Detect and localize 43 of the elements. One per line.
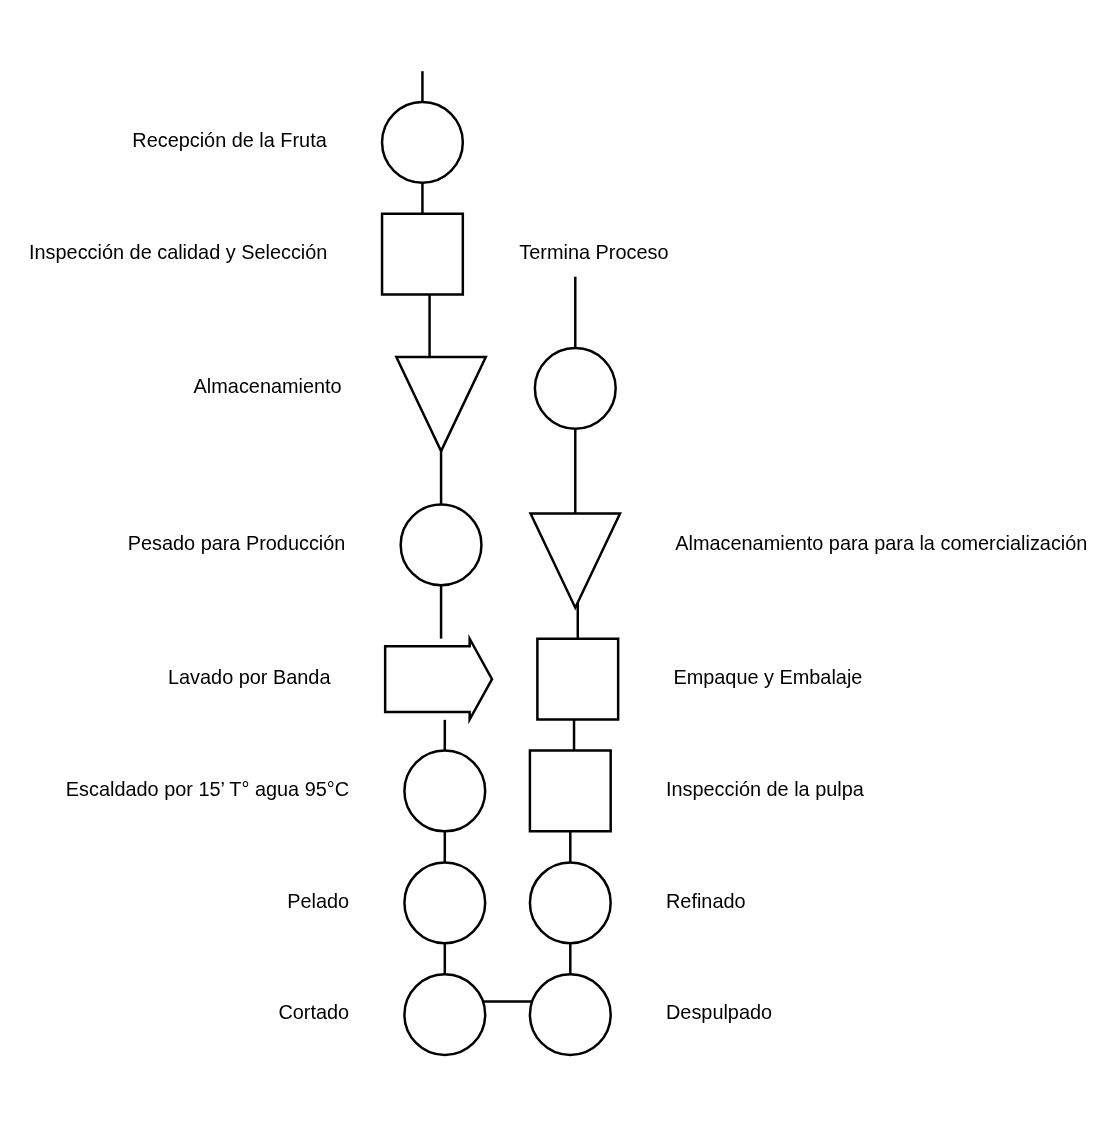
node-label: Escaldado por 15’ T° agua 95°C [65, 777, 350, 800]
node-label: Despulpado [665, 1001, 773, 1024]
node-box [380, 212, 465, 296]
connector [443, 943, 447, 975]
node-circle [403, 861, 487, 945]
node-circle [399, 503, 483, 587]
node-circle [528, 973, 612, 1057]
connector [572, 719, 576, 751]
node-label: Almacenamiento para para la comercialización [675, 531, 1088, 554]
node-label: Empaque y Embalaje [673, 665, 863, 688]
node-triangle [528, 512, 622, 611]
node-circle [528, 861, 612, 945]
connector [443, 719, 447, 751]
node-triangle [394, 355, 488, 454]
node-box [536, 637, 620, 721]
node-label: Inspección de la pulpa [665, 777, 864, 800]
connector [569, 831, 572, 863]
node-label: Lavado por Banda [168, 665, 331, 688]
connector [428, 294, 431, 357]
node-label: Pesado para Producción [127, 531, 346, 554]
connector [574, 428, 577, 514]
node-circle [380, 100, 465, 184]
node-circle [533, 346, 617, 430]
connector [483, 1000, 532, 1003]
connector [421, 71, 424, 102]
node-label: Recepción de la Fruta [132, 129, 327, 152]
connector [574, 276, 577, 348]
node-box [528, 749, 612, 833]
node-label: Pelado [287, 889, 350, 912]
node-label: Almacenamiento [193, 375, 342, 398]
node-arrow [383, 633, 494, 725]
connector [421, 183, 424, 214]
connector [439, 451, 443, 505]
node-text: Termina Proceso [519, 240, 669, 263]
connector [569, 943, 572, 974]
node-label: Refinado [665, 889, 746, 912]
node-label: Inspección de calidad y Selección [29, 240, 328, 263]
node-label: Cortado [278, 1001, 350, 1024]
node-circle [403, 973, 487, 1057]
connector [439, 585, 443, 639]
connector [443, 831, 447, 863]
connector [576, 602, 579, 639]
node-circle [403, 749, 487, 833]
